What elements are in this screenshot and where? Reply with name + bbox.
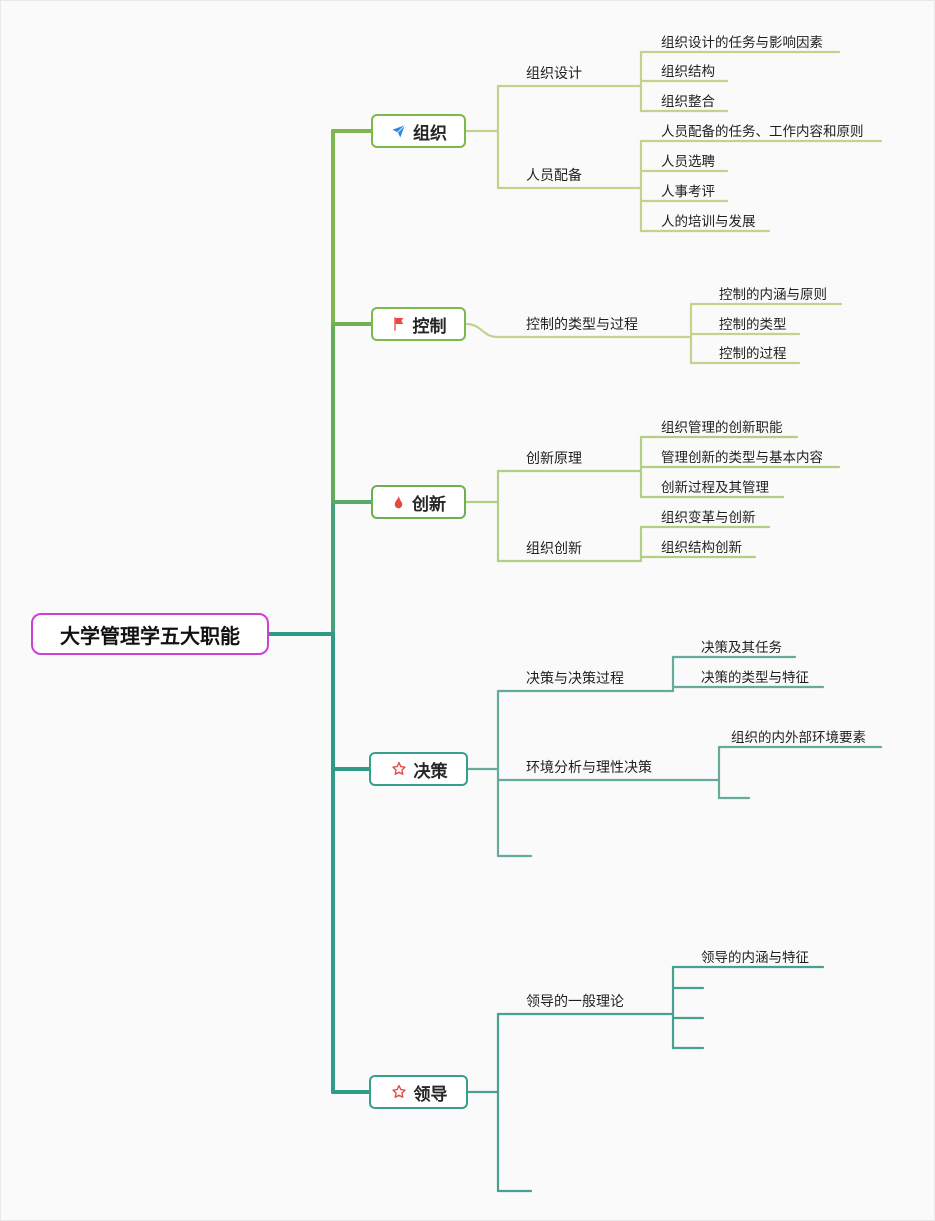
topic-leaf[interactable]: 管理创新的类型与基本内容 (661, 450, 823, 465)
topic-leaf[interactable]: 组织结构创新 (661, 540, 742, 555)
topic-leaf[interactable]: 人员选聘 (661, 154, 715, 169)
flag-icon (391, 316, 407, 332)
topic-leaf[interactable]: 组织整合 (661, 94, 715, 109)
topic-env-analysis[interactable]: 环境分析与理性决策 (526, 759, 652, 775)
empty-topic[interactable] (677, 979, 713, 993)
star-icon (390, 1083, 408, 1101)
empty-topic[interactable] (723, 789, 759, 803)
branch-label: 组织 (413, 123, 447, 143)
branch-node-innovation[interactable]: 创新 (371, 485, 466, 519)
root-topic-label: 大学管理学五大职能 (60, 625, 240, 648)
topic-control-type-process[interactable]: 控制的类型与过程 (526, 316, 638, 332)
branch-node-leadership[interactable]: 领导 (369, 1075, 468, 1109)
topic-leaf[interactable]: 创新过程及其管理 (661, 480, 769, 495)
topic-leaf[interactable]: 决策及其任务 (701, 640, 782, 655)
topic-leadership-theory[interactable]: 领导的一般理论 (526, 993, 624, 1009)
branch-node-organization[interactable]: 组织 (371, 114, 466, 148)
topic-leaf[interactable]: 人的培训与发展 (661, 214, 756, 229)
empty-topic[interactable] (677, 1009, 713, 1023)
topic-leaf[interactable]: 控制的内涵与原则 (719, 287, 827, 302)
topic-leaf[interactable]: 组织结构 (661, 64, 715, 79)
topic-leaf[interactable]: 人员配备的任务、工作内容和原则 (661, 124, 864, 139)
empty-topic[interactable] (501, 1182, 537, 1196)
branch-label: 领导 (413, 1084, 448, 1104)
topic-staffing[interactable]: 人员配备 (526, 167, 582, 183)
topic-org-innovation[interactable]: 组织创新 (526, 540, 582, 556)
topic-leaf[interactable]: 组织的内外部环境要素 (731, 730, 866, 745)
paper-plane-icon (390, 123, 407, 140)
spine-lines (267, 129, 373, 1094)
topic-leaf[interactable]: 组织管理的创新职能 (661, 420, 783, 435)
empty-topic[interactable] (677, 1039, 713, 1053)
branch-label: 控制 (412, 316, 447, 336)
topic-leaf[interactable]: 控制的类型 (719, 317, 787, 332)
branch-node-decision[interactable]: 决策 (369, 752, 468, 786)
topic-leaf[interactable]: 领导的内涵与特征 (701, 950, 809, 965)
leadership-branch-lines (466, 965, 825, 1193)
branch-node-control[interactable]: 控制 (371, 307, 466, 341)
flame-icon (391, 494, 406, 510)
topic-org-design[interactable]: 组织设计 (526, 65, 582, 81)
topic-leaf[interactable]: 组织变革与创新 (661, 510, 756, 525)
empty-topic[interactable] (501, 847, 537, 861)
topic-leaf[interactable]: 决策的类型与特征 (701, 670, 809, 685)
star-icon (390, 760, 408, 778)
topic-leaf[interactable]: 组织设计的任务与影响因素 (661, 35, 823, 50)
topic-innovation-principle[interactable]: 创新原理 (526, 450, 582, 466)
topic-decision-process[interactable]: 决策与决策过程 (526, 670, 624, 686)
topic-leaf[interactable]: 控制的过程 (719, 346, 787, 361)
branch-label: 创新 (412, 494, 446, 514)
topic-leaf[interactable]: 人事考评 (661, 184, 715, 199)
branch-label: 决策 (413, 761, 448, 781)
root-topic[interactable]: 大学管理学五大职能 (31, 613, 269, 655)
